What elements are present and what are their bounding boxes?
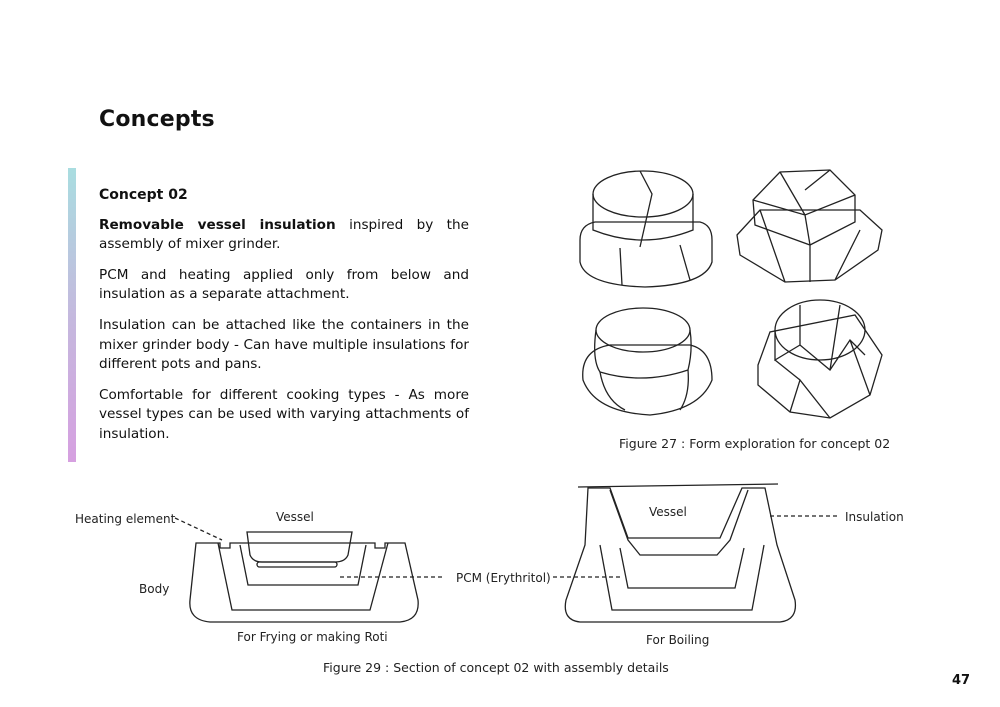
label-pcm: PCM (Erythritol) [456, 571, 551, 585]
paragraph-3: Insulation can be attached like the cont… [99, 316, 469, 373]
form-sketch-rounded-square [582, 307, 713, 416]
paragraph-1: Removable vessel insulation inspired by … [99, 216, 469, 255]
label-heating-element: Heating element [75, 512, 176, 526]
paragraph-2: PCM and heating applied only from below … [99, 266, 469, 303]
label-insulation: Insulation [845, 510, 904, 524]
figure-27-caption: Figure 27 : Form exploration for concept… [619, 436, 891, 451]
figure-29-caption: Figure 29 : Section of concept 02 with a… [323, 660, 669, 675]
section-left-frying [174, 517, 419, 623]
page-number: 47 [952, 673, 971, 688]
label-body: Body [139, 582, 170, 596]
paragraph-1-bold: Removable vessel insulation [99, 216, 336, 233]
form-sketch-round [579, 170, 713, 288]
label-boiling: For Boiling [646, 633, 710, 647]
label-vessel-right: Vessel [649, 505, 687, 519]
concept-heading: Concept 02 [99, 187, 188, 203]
label-frying: For Frying or making Roti [237, 630, 388, 644]
section-right-boiling [340, 483, 838, 623]
accent-bar [68, 168, 76, 462]
page-title: Concepts [99, 107, 215, 132]
form-sketch-polygonal [757, 299, 883, 419]
label-vessel-left: Vessel [276, 510, 314, 524]
paragraph-1-rest: inspired by the assembly of mixer grinde… [99, 216, 469, 253]
form-sketch-faceted [736, 169, 883, 283]
concept-description: Concept 02 Removable vessel insulation i… [99, 186, 469, 456]
paragraph-4: Comfortable for different cooking types … [99, 386, 469, 442]
